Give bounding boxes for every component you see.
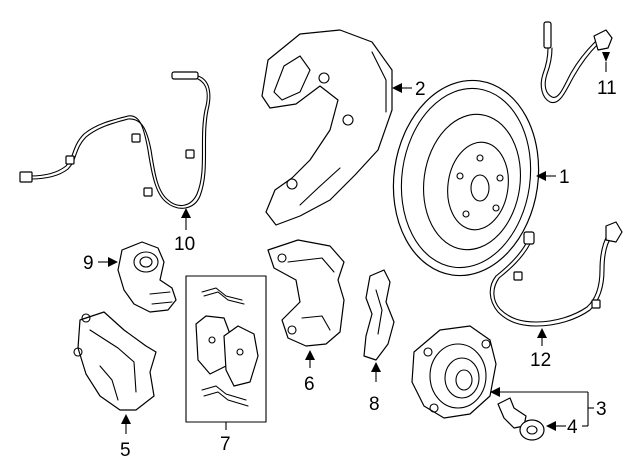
callout-11: 11 [597, 78, 617, 99]
part-10-abs-sensor-wire [19, 71, 211, 209]
arrow-1 [536, 171, 546, 181]
callout-10: 10 [174, 234, 195, 255]
part-8-anti-rattle-clip [363, 269, 395, 361]
part-4-hub-bolt [497, 397, 545, 441]
part-2-splash-shield [261, 29, 393, 226]
part-7-brake-pad-kit [185, 275, 267, 423]
arrow-5 [121, 414, 131, 424]
part-6-caliper-bracket [267, 239, 345, 347]
callout-2: 2 [415, 79, 426, 100]
part-9-parking-brake-motor [117, 241, 177, 313]
arrow-2 [392, 83, 402, 93]
part-5-caliper [73, 311, 157, 411]
callout-6: 6 [304, 374, 315, 395]
part-1-brake-rotor [392, 79, 540, 277]
callout-7: 7 [220, 434, 231, 455]
callout-9: 9 [83, 253, 94, 274]
arrow-9 [108, 257, 118, 267]
arrow-6 [305, 350, 315, 360]
callout-1: 1 [559, 167, 570, 188]
part-3-wheel-hub [411, 325, 497, 419]
callout-8: 8 [369, 394, 380, 415]
arrow-10 [181, 208, 191, 218]
callout-4: 4 [567, 417, 578, 438]
callout-5: 5 [120, 440, 131, 461]
callout-3: 3 [596, 399, 607, 420]
part-11-wear-sensor [540, 21, 613, 104]
arrow-3 [490, 387, 500, 397]
arrow-4 [546, 421, 556, 431]
arrow-12 [537, 328, 547, 338]
part-12-abs-sensor-wire [489, 221, 623, 327]
callout-12: 12 [530, 350, 551, 371]
arrow-8 [371, 362, 381, 372]
